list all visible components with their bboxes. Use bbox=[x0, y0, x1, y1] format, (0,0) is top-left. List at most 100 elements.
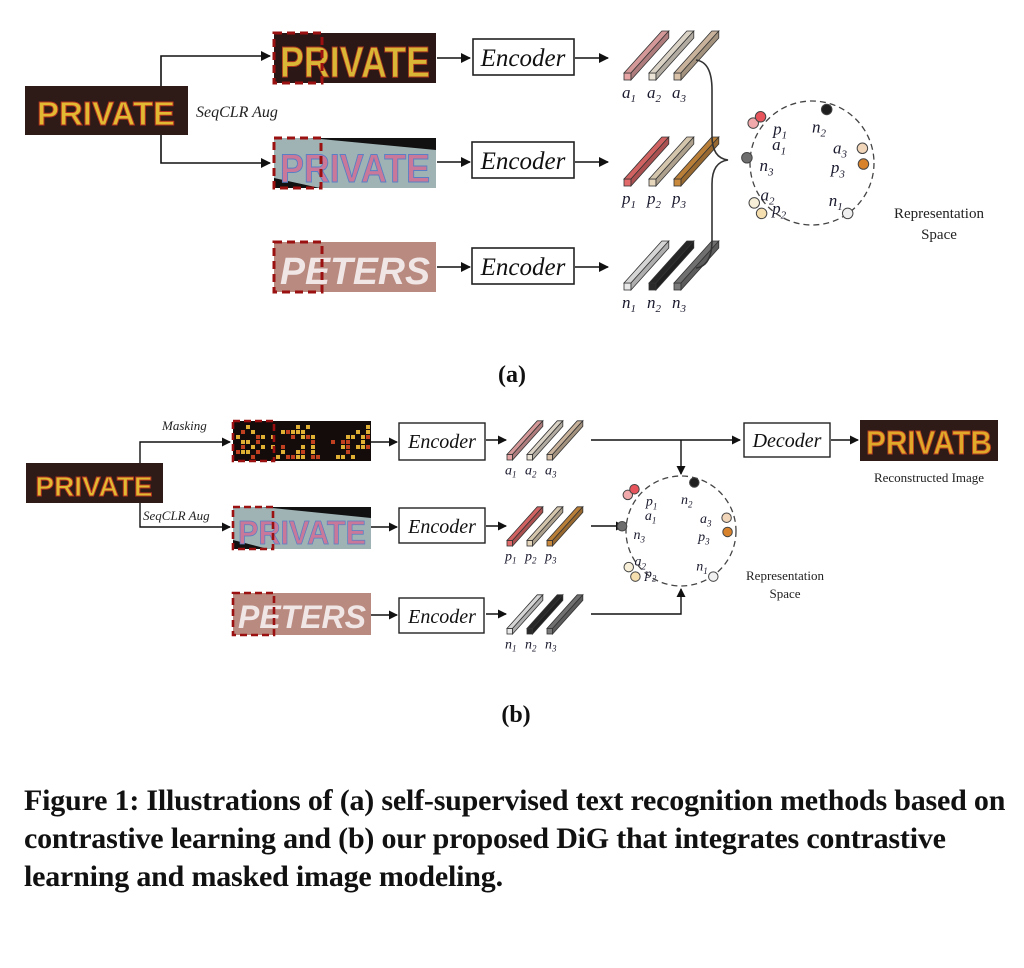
mask-patch bbox=[336, 455, 340, 459]
mask-patch bbox=[296, 455, 300, 459]
reconstructed-label: Reconstructed Image bbox=[874, 470, 984, 485]
mask-patch bbox=[286, 430, 290, 434]
view-negative-b: PETERS bbox=[231, 591, 371, 637]
branch-arrow-mid-a bbox=[160, 135, 271, 168]
feature-bar-n2 bbox=[648, 239, 695, 292]
decoder-b: Decoder bbox=[743, 422, 831, 458]
mask-patch bbox=[366, 430, 370, 434]
point-label-n2: n2 bbox=[681, 493, 693, 510]
point-label-a3: a3 bbox=[833, 138, 848, 160]
point-n2 bbox=[820, 103, 833, 116]
point-p1 bbox=[754, 111, 767, 123]
mask-patch bbox=[366, 435, 370, 439]
mask-patch bbox=[261, 435, 265, 439]
encoder-1-a: Encoder bbox=[472, 38, 575, 76]
mask-patch bbox=[301, 445, 305, 449]
point-a3 bbox=[721, 512, 732, 523]
mask-patch bbox=[246, 440, 250, 444]
mask-patch bbox=[331, 440, 335, 444]
input-word-a: PRIVATE bbox=[37, 95, 175, 132]
feature-label: p2 bbox=[646, 189, 662, 211]
panel-label-b: (b) bbox=[501, 702, 530, 728]
feature-label: a3 bbox=[545, 463, 557, 479]
point-a1 bbox=[747, 117, 759, 129]
feature-bar-n2 bbox=[526, 593, 564, 636]
mask-patch bbox=[281, 450, 285, 454]
feature-label: n3 bbox=[672, 293, 687, 315]
mask-patch bbox=[236, 435, 240, 439]
mask-patch bbox=[281, 430, 285, 434]
view-masked-b bbox=[231, 419, 371, 463]
mask-patch bbox=[366, 425, 370, 429]
mask-patch bbox=[306, 435, 310, 439]
mask-patch bbox=[251, 455, 255, 459]
feature-label: p3 bbox=[671, 189, 687, 211]
point-a1 bbox=[622, 489, 634, 501]
point-n3 bbox=[616, 521, 628, 532]
input-image-b: PRIVATE bbox=[26, 463, 163, 503]
feature-label: a3 bbox=[672, 83, 687, 105]
mask-patch bbox=[251, 430, 255, 434]
point-a3 bbox=[856, 142, 869, 155]
feature-bar-p3 bbox=[546, 505, 584, 548]
representation-circle bbox=[625, 475, 737, 587]
encoder-1-b: Encoder bbox=[398, 422, 486, 461]
point-label-n2: n2 bbox=[812, 117, 827, 139]
panel-a: PRIVATE SeqCLR Aug PRIVATE PRIVATE PETER… bbox=[25, 29, 984, 388]
branch-arrow-top-a bbox=[160, 51, 271, 86]
mask-patch bbox=[256, 435, 260, 439]
feature-bar-p2 bbox=[648, 135, 695, 188]
feature-bar-a3 bbox=[673, 29, 720, 82]
mask-patch bbox=[291, 435, 295, 439]
feature-bar-n1 bbox=[623, 239, 670, 292]
mask-patch bbox=[361, 440, 365, 444]
reconstructed-image: PRIVATB bbox=[860, 420, 998, 462]
crop-box-positive-b bbox=[231, 505, 275, 551]
feature-bar-a3 bbox=[546, 419, 584, 462]
mask-patch bbox=[246, 450, 250, 454]
point-n2 bbox=[689, 477, 700, 488]
mask-patch bbox=[346, 435, 350, 439]
view-negative-a: PETERS bbox=[272, 240, 436, 294]
point-label-p2: p2 bbox=[771, 199, 787, 221]
mask-patch bbox=[296, 450, 300, 454]
view-positive-a: PRIVATE bbox=[272, 136, 436, 192]
mask-patch bbox=[346, 445, 350, 449]
encoder-label: Encoder bbox=[480, 254, 566, 281]
mask-patch bbox=[256, 450, 260, 454]
encoder-label: Encoder bbox=[480, 45, 566, 72]
feature-label: a1 bbox=[622, 83, 636, 105]
feature-label: n3 bbox=[545, 637, 557, 653]
mask-patch bbox=[241, 445, 245, 449]
mask-patch bbox=[341, 455, 345, 459]
feature-label: n2 bbox=[647, 293, 662, 315]
point-label-p1: p1 bbox=[645, 495, 658, 512]
mask-patch bbox=[301, 430, 305, 434]
mask-patch bbox=[276, 455, 280, 459]
view-word-negative-a: PETERS bbox=[280, 251, 430, 293]
feature-bar-n1 bbox=[506, 593, 544, 636]
view-word-positive-a: PRIVATE bbox=[280, 147, 430, 191]
view-positive-b: PRIVATE bbox=[231, 505, 371, 551]
mask-patch bbox=[291, 455, 295, 459]
mask-patch bbox=[366, 445, 370, 449]
encoder-label: Encoder bbox=[407, 606, 476, 628]
mask-patch bbox=[236, 450, 240, 454]
point-label-n1: n1 bbox=[696, 559, 708, 576]
seqclr-aug-label-b: SeqCLR Aug bbox=[143, 508, 210, 523]
crop-box-masked-b bbox=[231, 419, 276, 463]
mask-patch bbox=[346, 440, 350, 444]
point-label-p2: p2 bbox=[644, 567, 657, 584]
encoder-label: Encoder bbox=[480, 148, 566, 175]
feature-bar-a1 bbox=[506, 419, 544, 462]
feature-label: a2 bbox=[525, 463, 537, 479]
point-label-n1: n1 bbox=[829, 191, 843, 213]
feature-label: n1 bbox=[505, 637, 517, 653]
view-anchor-a: PRIVATE bbox=[272, 31, 436, 88]
point-p3 bbox=[722, 526, 733, 538]
reconstructed-word: PRIVATB bbox=[866, 424, 992, 461]
